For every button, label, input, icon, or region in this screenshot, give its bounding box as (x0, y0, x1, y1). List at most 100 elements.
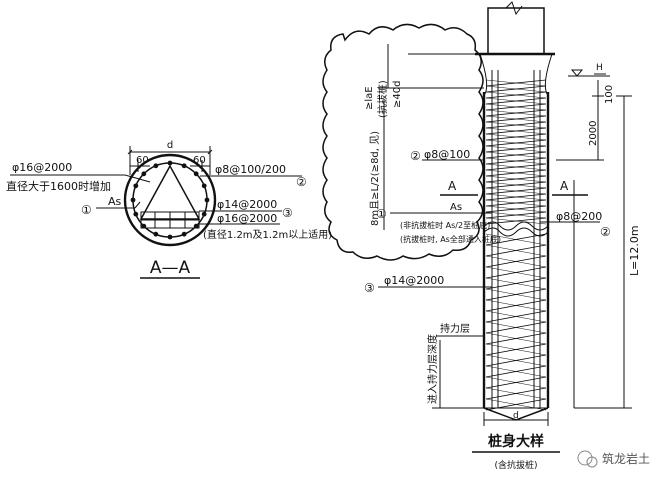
spiral-line (485, 121, 547, 129)
rebar-dot (141, 171, 147, 177)
detail-annotations: ≥laE (抗拔桩) ≥40d 8m且≥L/2(≥8d, 见) ② φ8@100… (364, 44, 611, 295)
wechat-icon (577, 450, 593, 466)
spiral-line (485, 376, 547, 389)
spiral-line (485, 187, 547, 195)
section-mark-3: ③ (282, 206, 293, 220)
pile-elevation: d (475, 1, 555, 426)
dim-2000: 2000 (588, 121, 599, 146)
spiral-line (485, 97, 547, 105)
section-label-stiff-note: (直径1.2m及1.2m以上适用) (203, 228, 332, 241)
rebar-dot (133, 183, 139, 189)
spiral-line (485, 175, 547, 183)
spiral-line (485, 133, 547, 141)
rebar-dot (133, 211, 139, 217)
detail-label-as: As (450, 202, 462, 213)
rebar-dot (130, 197, 136, 203)
label-hoop-extra: φ16@2000 (12, 161, 72, 174)
right-dimensions: H 100 2000 L=12.0m (556, 63, 641, 409)
section-mark-1: ① (81, 203, 92, 217)
rebar-dot (153, 163, 159, 169)
detail-note-non-uplift: (非抗拔桩时 As/2至桩底) (400, 220, 490, 230)
spiral-line (485, 139, 547, 147)
spiral-line (485, 266, 547, 279)
label-hoop-extra-note: 直径大于1600时增加 (6, 179, 111, 193)
spiral-line (485, 199, 547, 207)
rebar-dot (193, 171, 199, 177)
rebar-dot (201, 183, 207, 189)
spiral-hoop-hatch (485, 79, 547, 411)
embed-depth-label: 进入持力层深度 (426, 334, 439, 404)
cut-a-left: A (448, 179, 457, 193)
rebar-dot (204, 197, 210, 203)
spiral-line (485, 288, 547, 301)
detail-title: 桩身大样 (488, 433, 544, 450)
dim-length: L=12.0m (628, 225, 641, 276)
spiral-line (485, 181, 547, 189)
spiral-line (485, 321, 547, 334)
rebar-dot (181, 163, 187, 169)
detail-label-hoop-normal: φ8@200 (556, 210, 602, 223)
spiral-line (485, 91, 547, 99)
detail-subtitle: (含抗拔桩) (494, 459, 537, 471)
detail-anchor-note-1: (抗拔桩) (376, 80, 389, 118)
spiral-line (485, 103, 547, 111)
section-mark-2: ② (296, 175, 307, 189)
spiral-line (485, 79, 547, 87)
watermark: 筑龙岩土 (577, 450, 650, 468)
section-title: A—A (150, 258, 191, 278)
spiral-line (485, 109, 547, 117)
detail-mark-1: ① (376, 207, 387, 221)
spiral-line (485, 277, 547, 290)
revision-cloud (322, 23, 484, 261)
longitudinal-rebar-dots (130, 160, 210, 240)
spiral-line (485, 310, 547, 323)
detail-dim-d: d (513, 411, 519, 421)
detail-mark-3: ③ (364, 281, 375, 295)
rebar-dot (167, 234, 173, 240)
spiral-line (485, 354, 547, 367)
bearing-layer-label: 持力层 (440, 322, 470, 335)
spiral-line (485, 299, 547, 312)
spiral-line (485, 169, 547, 177)
section-label-stiff-2: φ16@2000 (217, 212, 277, 225)
detail-mark-2b: ② (600, 225, 611, 239)
spiral-line (485, 365, 547, 378)
spiral-line (485, 157, 547, 165)
spiral-line (485, 151, 547, 159)
spiral-line (485, 115, 547, 123)
rebar-dot (181, 231, 187, 237)
detail-label-dense-hoop: φ8@100 (424, 148, 470, 161)
spiral-line (485, 127, 547, 135)
spiral-line (485, 85, 547, 93)
spiral-line (485, 387, 547, 400)
watermark-text: 筑龙岩土 (602, 451, 650, 466)
pile-outline-outer (123, 153, 217, 247)
section-label-spiral: φ8@100/200 (215, 163, 286, 176)
spiral-line (485, 255, 547, 268)
spiral-line (485, 205, 547, 213)
detail-mark-2: ② (410, 149, 421, 163)
section-offset-right: 60 (193, 155, 206, 166)
spiral-line (485, 211, 547, 219)
spiral-line (485, 244, 547, 257)
spiral-line (485, 233, 547, 246)
section-label-as: As (108, 195, 122, 208)
rebar-dot (167, 160, 173, 166)
section-dim-d: d (167, 140, 173, 151)
spiral-line (485, 217, 547, 225)
bearing-layer: 持力层 进入持力层深度 (426, 322, 484, 409)
rebar-dot (201, 211, 207, 217)
detail-dense-zone: 8m且≥L/2(≥8d, 见) (369, 131, 381, 226)
spiral-line (485, 193, 547, 201)
rebar-dot (153, 231, 159, 237)
section-a-a: d 60 60 φ16@2000 直径大于1600时增加 ① As φ8@100… (6, 140, 332, 279)
dim-100: 100 (604, 85, 615, 104)
detail-anchor-label: ≥laE (364, 86, 375, 110)
pile-cap (487, 7, 545, 55)
dim-h: H (596, 63, 603, 73)
detail-anchor-note-2: ≥40d (392, 81, 403, 108)
rebar-dot (193, 223, 199, 229)
stiffener-triangle (139, 164, 201, 220)
